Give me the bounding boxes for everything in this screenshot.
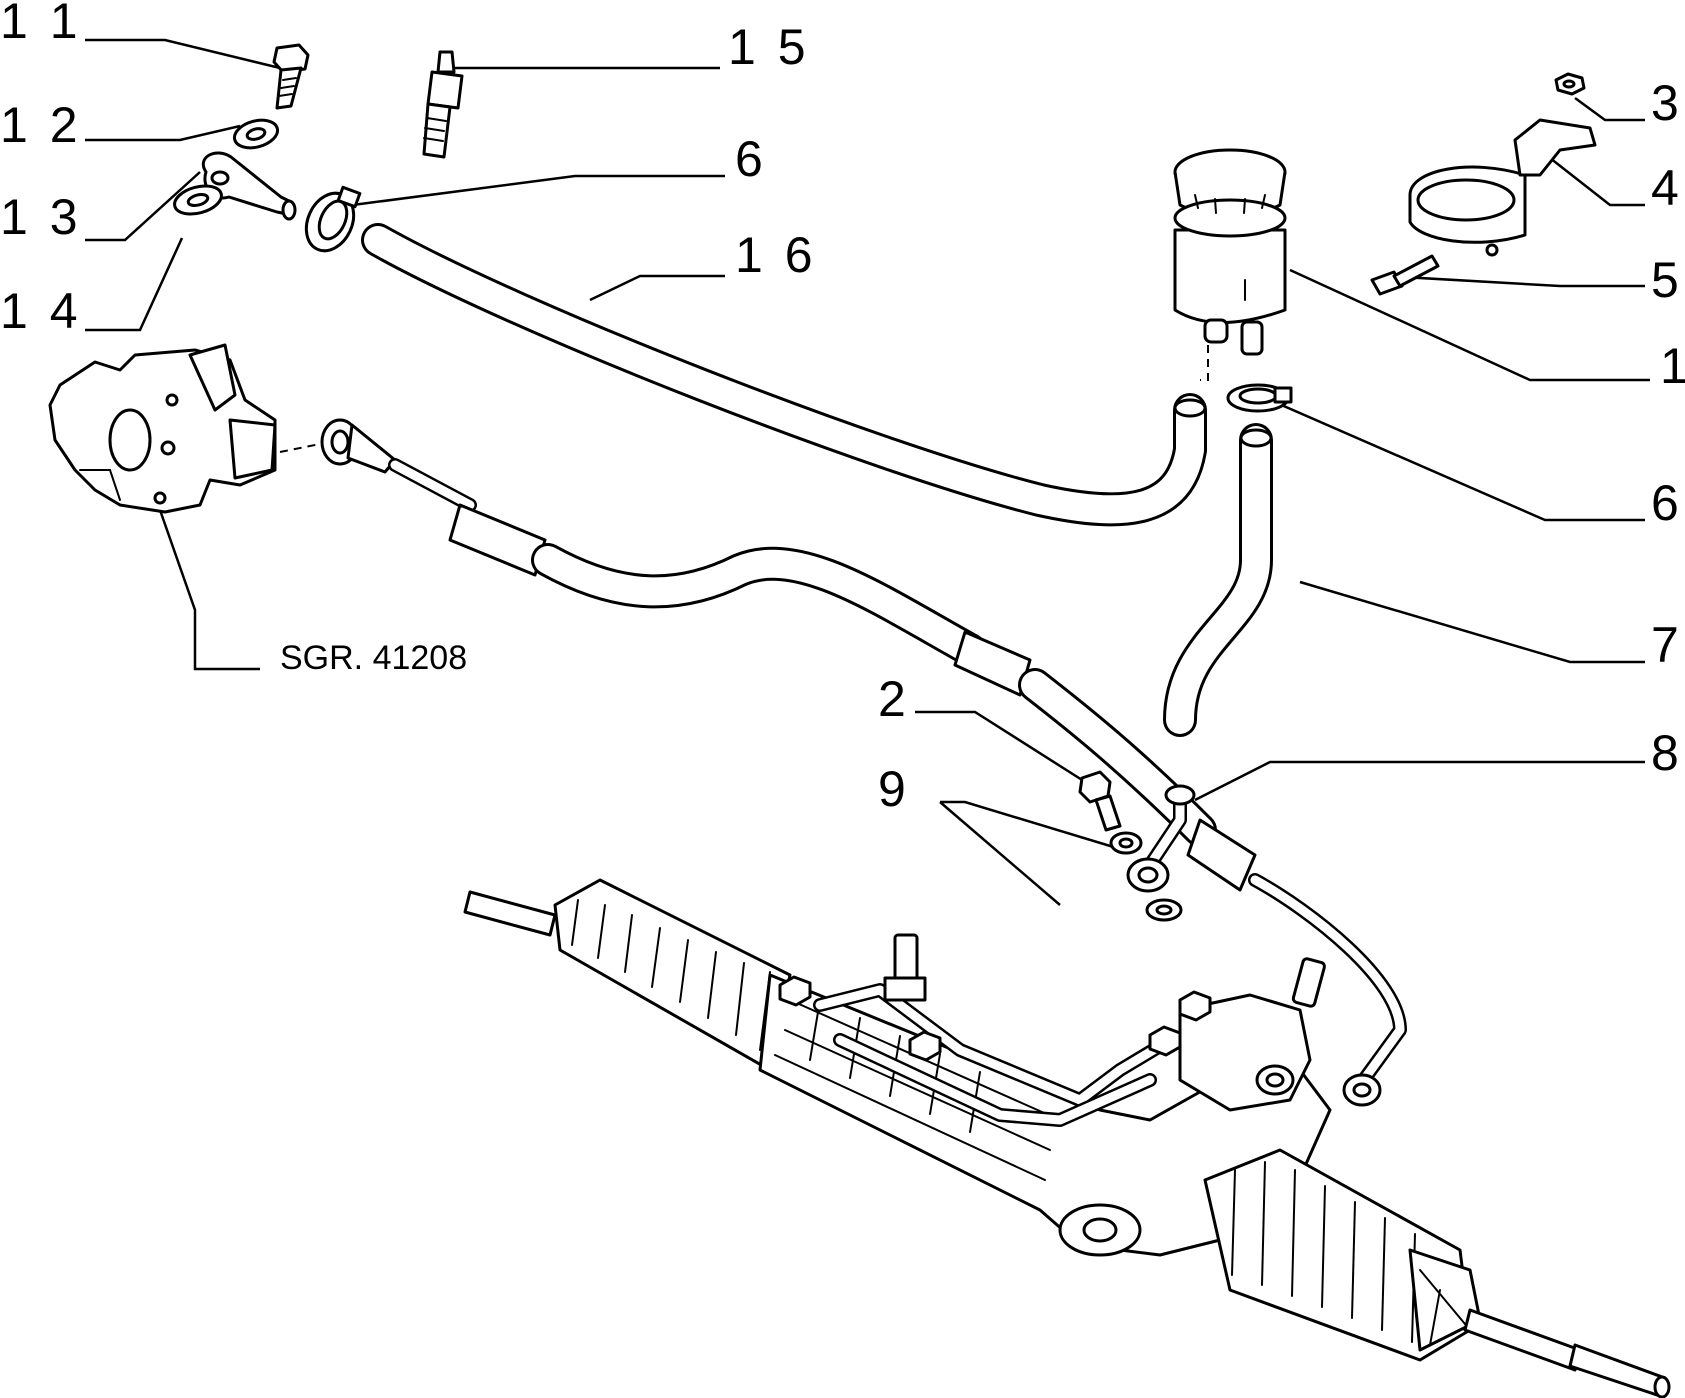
callout-1: 1 <box>1660 338 1685 394</box>
nut-3 <box>1554 72 1586 96</box>
callout-6-lower: 6 <box>1651 475 1683 531</box>
callout-9: 9 <box>878 761 910 817</box>
supply-hose-7 <box>1163 423 1273 737</box>
sealing-washer-12 <box>232 118 280 150</box>
callout-6-upper: 6 <box>735 131 767 187</box>
return-hose-16 <box>361 223 1207 527</box>
callout-2: 2 <box>878 671 910 727</box>
callout-4: 4 <box>1651 160 1683 216</box>
sealing-washer-14 <box>173 184 223 216</box>
leader-lines <box>85 38 1650 906</box>
elbow-union-8 <box>1126 784 1196 893</box>
callout-7: 7 <box>1651 617 1683 673</box>
callout-14: 1 4 <box>0 283 82 339</box>
bolt-2 <box>1078 770 1122 832</box>
power-steering-pump <box>48 343 331 514</box>
callout-12: 1 2 <box>0 97 82 153</box>
fluid-reservoir-1 <box>1173 148 1287 381</box>
callout-13: 1 3 <box>0 189 82 245</box>
washers-9 <box>1109 831 1183 922</box>
pump-group-reference: SGR. 41208 <box>280 639 467 677</box>
callout-3: 3 <box>1651 75 1683 131</box>
banjo-union-13 <box>202 151 297 221</box>
reservoir-bracket-4 <box>1408 118 1597 257</box>
banjo-bolt-11 <box>272 43 310 110</box>
hose-clamp-6-upper <box>304 185 362 253</box>
callout-15: 1 5 <box>728 19 810 75</box>
hose-clamp-6-lower <box>1226 383 1293 413</box>
steering-rack <box>463 878 1671 1398</box>
callout-8: 8 <box>1651 725 1683 781</box>
callout-5: 5 <box>1651 252 1683 308</box>
callout-16: 1 6 <box>735 227 817 283</box>
hose-union-stud-15 <box>422 50 464 159</box>
bolt-5 <box>1370 254 1440 296</box>
callout-11: 1 1 <box>0 0 82 49</box>
